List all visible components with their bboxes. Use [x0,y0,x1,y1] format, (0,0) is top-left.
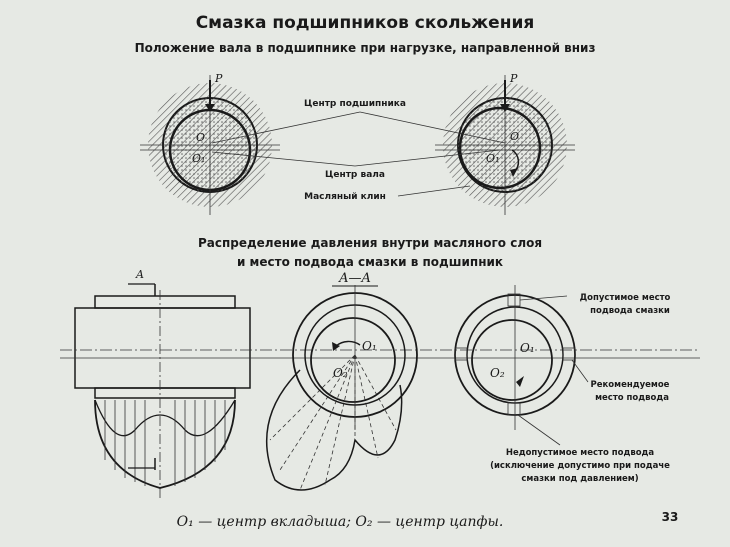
o1-label-mid: O₁ [362,339,377,353]
recommended-location-line1: Рекомендуемое [591,380,670,390]
section2-heading-line1: Распределение давления внутри масляного … [198,236,542,250]
center-o1-label-right: O₁ [486,152,499,165]
center-o-label-right: O [510,130,519,143]
bearing-right-top: P O O₁ [435,72,575,215]
leader-lines [211,111,506,197]
o2-label-mid: O₂ [333,366,348,380]
oil-wedge-label: Масляный клин [304,192,386,202]
bearing-center-label: Центр подшипника [304,99,406,109]
caption: O₁ — центр вкладыша; O₂ — центр цапфы. [177,514,504,530]
page-number: 33 [662,510,679,524]
section1-heading: Положение вала в подшипнике при нагрузке… [135,41,596,55]
section2-heading-line2: и место подвода смазки в подшипник [237,255,503,269]
o1-label-right: O₁ [520,341,535,355]
section-a-a-view: A—A O₁ O₂ [265,271,418,491]
bearing-left-top: P O O₁ [140,72,280,215]
section-mark-label: A [135,268,144,281]
center-o-label: O [196,131,205,144]
oil-supply-location-view: O₁ O₂ [454,285,589,446]
shaft-longitudinal-view: A [60,268,700,500]
center-o1-label: O₁ [192,152,205,165]
shaft-center-label: Центр вала [325,170,385,180]
forbidden-location-line1: Недопустимое место подвода [506,448,655,458]
allowed-location-line2: подвода смазки [590,306,670,316]
slide-title: Смазка подшипников скольжения [196,13,535,33]
load-label: P [214,72,223,85]
forbidden-location-line2: (исключение допустимо при подаче [490,461,670,471]
recommended-location-line2: место подвода [595,393,669,403]
section-a-a-label: A—A [338,271,371,286]
load-label-right: P [509,72,518,85]
forbidden-location-line3: смазки под давлением) [521,474,638,484]
allowed-location-line1: Допустимое место [580,293,671,303]
o2-label-right: O₂ [490,366,505,380]
